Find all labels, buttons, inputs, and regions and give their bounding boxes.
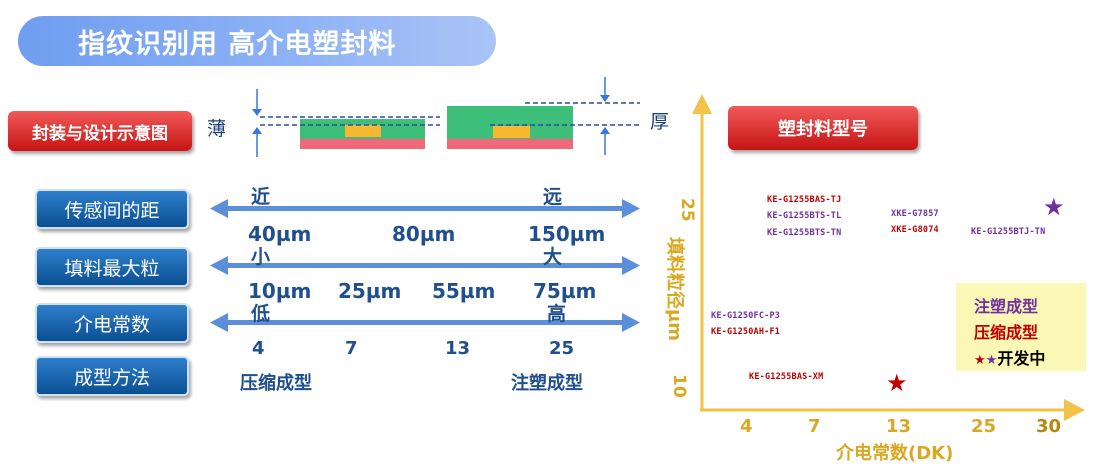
star-in-development-icon: ★	[886, 369, 908, 397]
thick-package-chip	[493, 126, 530, 138]
row2-right-word: 大	[543, 246, 563, 268]
row2-value: 75µm	[533, 279, 597, 303]
row-label-filler-size: 填料最大粒	[35, 247, 189, 287]
model-point-label: XKE-G8074	[891, 225, 939, 235]
row1-right-word: 远	[543, 186, 563, 208]
y-tick-label: 25	[677, 198, 697, 222]
y-axis-title: 填料粒径µm	[664, 237, 685, 342]
thin-package-substrate	[300, 139, 425, 149]
x-tick-label: 25	[971, 416, 997, 437]
model-point-label: KE-G1250AH-F1	[711, 327, 781, 337]
y-axis-arrow	[692, 94, 712, 114]
row-label-text: 传感间的距	[64, 199, 160, 222]
package-illustration	[252, 77, 640, 157]
row3-value: 25	[549, 338, 575, 359]
legend-star-purple-icon: ★	[985, 353, 998, 368]
row-label-text: 介电常数	[73, 313, 150, 336]
row2-value: 55µm	[432, 279, 496, 303]
row-label-text: 填料最大粒	[64, 257, 160, 280]
row-label-dielectric: 介电常数	[35, 303, 189, 343]
page-title: 指纹识别用 高介电塑封料	[18, 16, 496, 66]
row-label-sensor-distance: 传感间的距	[35, 189, 189, 229]
row-label-molding-method: 成型方法	[35, 356, 189, 396]
arrow-dielectric	[210, 313, 640, 332]
row-label-text: 成型方法	[73, 366, 150, 389]
legend-item-development-text: 开发中	[997, 349, 1046, 368]
thick-package-substrate	[447, 139, 573, 149]
row3-value: 7	[345, 338, 358, 359]
chart-legend: 注塑成型 压缩成型 ★★开发中	[956, 283, 1086, 371]
model-label: 塑封料型号	[728, 106, 918, 150]
x-axis-title: 介电常数(DK)	[836, 443, 954, 464]
legend-star-red-icon: ★	[974, 353, 986, 368]
row3-value: 4	[252, 338, 265, 359]
row2-value: 10µm	[248, 279, 312, 303]
legend-item-injection: 注塑成型	[974, 297, 1039, 316]
chart-axes	[692, 94, 1085, 421]
row3-right-word: 高	[547, 303, 567, 325]
x-tick-label: 7	[808, 416, 821, 437]
package-design-label: 封装与设计示意图	[8, 111, 192, 151]
model-point-label: KE-G1255BTJ-TN	[971, 227, 1046, 237]
model-point-label: XKE-G7857	[891, 209, 939, 219]
arrow-sensor-distance	[210, 199, 640, 218]
y-tick-label: 10	[669, 374, 689, 398]
row4-value: 压缩成型	[240, 373, 312, 394]
model-point-label: KE-G1255BTS-TN	[767, 228, 842, 238]
page-title-text: 指纹识别用 高介电塑封料	[78, 28, 397, 60]
thick-label: 厚	[650, 111, 670, 133]
model-point-label: KE-G1255BTS-TL	[767, 211, 842, 221]
range-arrows	[210, 199, 640, 332]
model-point-label: KE-G1250FC-P3	[711, 311, 781, 321]
row1-value: 80µm	[392, 222, 456, 246]
legend-item-development: ★★开发中	[974, 345, 1086, 369]
row2-value: 25µm	[338, 279, 402, 303]
thin-label: 薄	[207, 118, 227, 140]
row4-value: 注塑成型	[511, 373, 583, 394]
model-point-label: KE-G1255BAS-TJ	[767, 195, 842, 205]
legend-item-compression: 压缩成型	[974, 323, 1039, 342]
row2-left-word: 小	[251, 246, 271, 268]
star-in-development-icon: ★	[1043, 193, 1065, 221]
row1-value: 150µm	[528, 222, 606, 246]
row1-value: 40µm	[248, 222, 312, 246]
x-tick-label: 30	[1036, 416, 1062, 437]
thin-package-chip	[345, 125, 381, 137]
row3-left-word: 低	[251, 303, 271, 325]
row1-left-word: 近	[251, 186, 271, 208]
x-tick-label: 13	[886, 416, 912, 437]
row3-value: 13	[445, 338, 471, 359]
model-label-text: 塑封料型号	[778, 119, 868, 140]
x-tick-label: 4	[740, 416, 753, 437]
model-point-label: KE-G1255BAS-XM	[749, 372, 824, 382]
arrow-filler-size	[210, 256, 640, 275]
package-design-label-text: 封装与设计示意图	[32, 123, 168, 144]
x-axis-arrow	[1064, 399, 1085, 421]
